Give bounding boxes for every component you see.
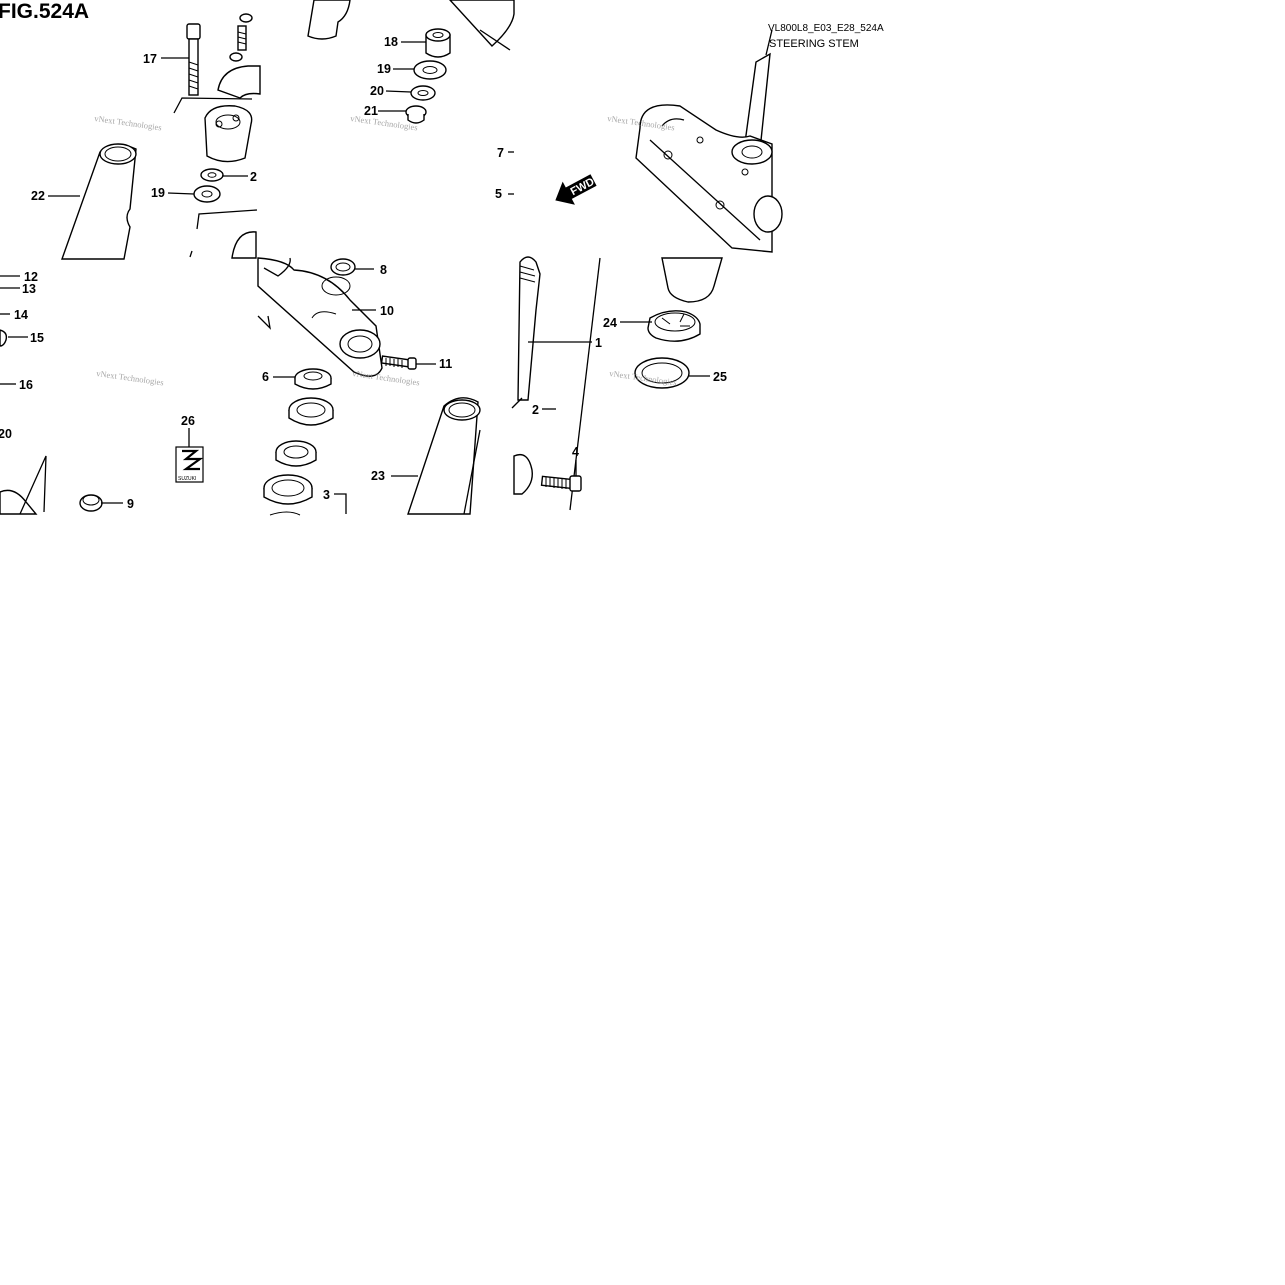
steering-nut-24 [647, 310, 701, 342]
callout-14: 14 [14, 308, 28, 322]
watermark: vNext Technologies [352, 368, 421, 387]
callout-1: 1 [595, 336, 602, 350]
bolt-head [186, 23, 201, 40]
callout-8: 8 [380, 263, 387, 277]
callout-4: 4 [572, 445, 579, 459]
callout-7: 7 [497, 146, 504, 160]
model-code: VL800L8_E03_E28_524A [768, 23, 884, 34]
spacer-washer-group [307, 0, 515, 124]
lower-left-group: SUZUKI [0, 329, 204, 515]
callout-23: 23 [371, 469, 385, 483]
callout-20: 20 [0, 427, 12, 441]
upper-clamp [217, 65, 261, 99]
upper-bracket [635, 104, 773, 253]
suzuki-logo-icon: SUZUKI [175, 446, 204, 483]
callout-2: 2 [532, 403, 539, 417]
steering-stem-1 [517, 256, 541, 401]
stem-nut-group [511, 256, 723, 511]
callout-24: 24 [603, 316, 617, 330]
callout-19: 19 [377, 62, 391, 76]
upper-bracket-group: FWD [508, 29, 783, 253]
callout-26: 26 [181, 414, 195, 428]
steering-stem-top [743, 52, 771, 151]
callout-12: 12 [24, 270, 38, 284]
fwd-label: FWD [569, 176, 597, 198]
callout-19: 19 [151, 186, 165, 200]
watermark: vNext Technologies [96, 368, 165, 387]
handlebar-holder-group [61, 13, 261, 260]
leg-top [307, 0, 351, 40]
callout-21: 21 [364, 104, 378, 118]
callouts: 17 22 19 2 18 19 20 21 7 5 12 13 14 15 1… [0, 35, 727, 511]
bolt-shank [188, 38, 199, 96]
callout-6: 6 [262, 370, 269, 384]
callout-9: 9 [127, 497, 134, 511]
callout-3: 3 [323, 488, 330, 502]
callout-11: 11 [439, 357, 452, 371]
callout-10: 10 [380, 304, 394, 318]
section-title: STEERING STEM [769, 38, 859, 50]
leader-lines [0, 41, 710, 504]
callout-13: 13 [22, 282, 36, 296]
watermark: vNext Technologies [94, 113, 163, 132]
callout-16: 16 [19, 378, 33, 392]
lower-bracket-group [257, 257, 481, 516]
lower-holder [204, 105, 253, 163]
figure-number: FIG.524A [0, 0, 89, 23]
fwd-arrow: FWD [555, 174, 597, 205]
callout-20: 20 [370, 84, 384, 98]
callout-18: 18 [384, 35, 398, 49]
callout-15: 15 [30, 331, 44, 345]
callout-2: 2 [250, 170, 257, 184]
callout-22: 22 [31, 189, 45, 203]
cap-nut-9 [79, 494, 103, 512]
callout-17: 17 [143, 52, 157, 66]
callout-5: 5 [495, 187, 502, 201]
callout-25: 25 [713, 370, 727, 384]
logo-brand: SUZUKI [178, 476, 196, 482]
